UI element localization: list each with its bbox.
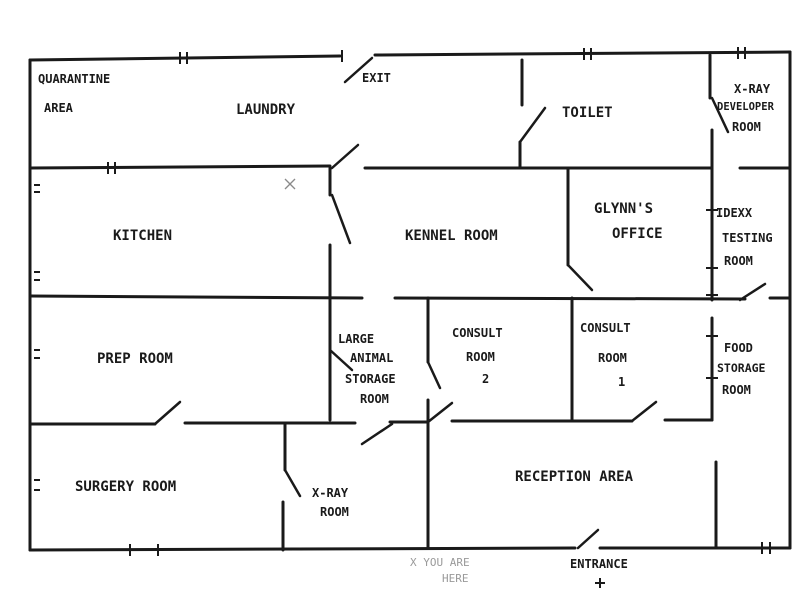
food-storage-label-2: STORAGE bbox=[717, 361, 766, 375]
idexx-label-1: IDEXX bbox=[716, 206, 753, 220]
idexx-door bbox=[738, 282, 767, 302]
consult-room-1-label-3: 1 bbox=[618, 375, 625, 389]
prep-room-label: PREP ROOM bbox=[97, 351, 173, 367]
outer-walls bbox=[28, 50, 792, 552]
consult-1-door bbox=[630, 400, 658, 423]
consult-room-2-label-1: CONSULT bbox=[452, 326, 503, 340]
consult-2-door-left bbox=[426, 360, 442, 390]
you-are-here-label-2: HERE bbox=[442, 572, 469, 585]
you-are-here-marker: X YOU ARE HERE bbox=[410, 556, 470, 585]
consult-room-1-label-2: ROOM bbox=[598, 351, 627, 365]
kitchen-label: KITCHEN bbox=[113, 228, 172, 244]
prep-room-door bbox=[153, 400, 182, 426]
glynns-office-door bbox=[566, 263, 594, 292]
large-animal-label-1: LARGE bbox=[338, 332, 374, 346]
glynns-office-label-1: GLYNN'S bbox=[594, 201, 653, 217]
consult-room-2-label-2: ROOM bbox=[466, 350, 495, 364]
xray-developer-door bbox=[710, 96, 730, 134]
consult-room-2-label-3: 2 bbox=[482, 372, 489, 386]
idexx-label-3: ROOM bbox=[724, 254, 753, 268]
toilet-label: TOILET bbox=[562, 105, 613, 121]
xray-room-label-1: X-RAY bbox=[312, 486, 349, 500]
food-storage-label-1: FOOD bbox=[724, 341, 753, 355]
food-storage-label-3: ROOM bbox=[722, 383, 751, 397]
large-animal-label-2: ANIMAL bbox=[350, 351, 393, 365]
xray-room-door bbox=[283, 468, 302, 498]
wall-ticks bbox=[34, 47, 771, 556]
quarantine-area-label-1: QUARANTINE bbox=[38, 72, 110, 86]
kitchen-door-lower bbox=[330, 193, 352, 245]
glynns-office-label-2: OFFICE bbox=[612, 226, 663, 242]
consult-2-door-bottom bbox=[426, 401, 454, 424]
reception-area-label: RECEPTION AREA bbox=[515, 469, 634, 485]
large-animal-door-lower bbox=[360, 422, 394, 446]
idexx-label-2: TESTING bbox=[722, 231, 773, 245]
large-animal-door-upper bbox=[328, 348, 354, 372]
interior-walls bbox=[28, 53, 792, 552]
toilet-door bbox=[518, 106, 547, 144]
consult-room-1-label-1: CONSULT bbox=[580, 321, 631, 335]
entrance-door bbox=[576, 528, 600, 550]
laundry-label: LAUNDRY bbox=[236, 102, 296, 118]
large-animal-label-4: ROOM bbox=[360, 392, 389, 406]
xray-developer-label-2: DEVELOPER bbox=[717, 101, 775, 113]
xray-developer-label-3: ROOM bbox=[732, 120, 761, 134]
exit-door bbox=[343, 56, 374, 84]
xray-developer-label-1: X-RAY bbox=[734, 82, 771, 96]
large-animal-label-3: STORAGE bbox=[345, 372, 396, 386]
xray-room-label-2: ROOM bbox=[320, 505, 349, 519]
doors bbox=[153, 56, 767, 550]
entrance-label: ENTRANCE bbox=[570, 557, 628, 571]
kennel-room-label: KENNEL ROOM bbox=[405, 228, 498, 244]
exit-label: EXIT bbox=[362, 71, 391, 85]
room-labels: QUARANTINE AREA LAUNDRY EXIT TOILET X-RA… bbox=[38, 71, 775, 588]
quarantine-area-label-2: AREA bbox=[44, 101, 74, 115]
surgery-room-label: SURGERY ROOM bbox=[75, 479, 176, 495]
kitchen-door-upper bbox=[330, 143, 360, 170]
you-are-here-label-1: X YOU ARE bbox=[410, 556, 470, 569]
x-mark bbox=[284, 178, 296, 190]
